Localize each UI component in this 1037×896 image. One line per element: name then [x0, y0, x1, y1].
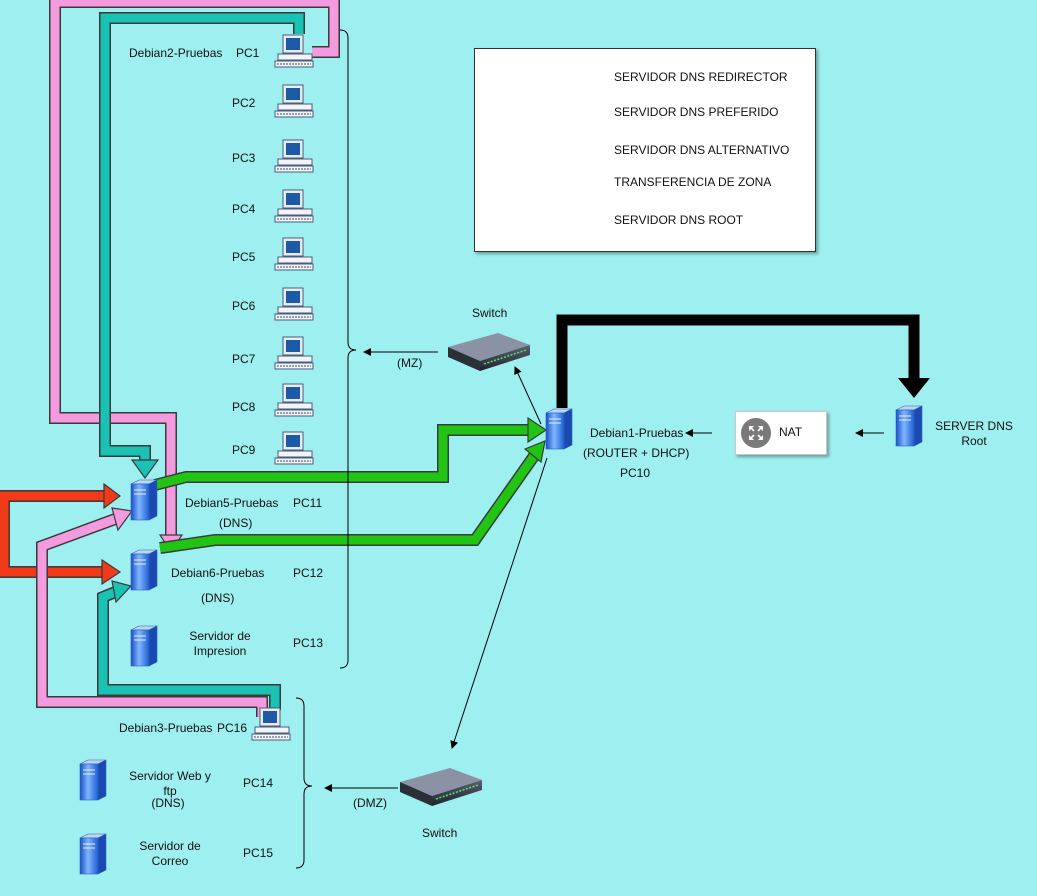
router-server-icon[interactable] [545, 408, 573, 450]
legend [474, 48, 816, 252]
router-role: (ROUTER + DHCP) [583, 446, 690, 460]
pc15-name-line2: Correo [151, 854, 189, 868]
pc4-computer-icon[interactable] [274, 189, 314, 223]
legend-label-preferred: SERVIDOR DNS PREFERIDO [614, 105, 779, 119]
pc2-id: PC2 [232, 96, 256, 110]
pc12-id: PC12 [293, 566, 324, 580]
legend-label-zone-transfer: TRANSFERENCIA DE ZONA [614, 175, 772, 189]
pc15-server-icon[interactable] [79, 833, 107, 875]
dmz-switch-label: Switch [422, 826, 458, 840]
mz-brace [339, 29, 357, 669]
pc9-id: PC9 [232, 443, 256, 457]
dmz-brace [295, 697, 313, 869]
pc11-server-icon[interactable] [130, 479, 158, 521]
pc15-name-line1: Servidor de [139, 839, 201, 853]
pc7-id: PC7 [232, 352, 256, 366]
pc8-computer-icon[interactable] [274, 383, 314, 417]
pc13-id: PC13 [293, 636, 324, 650]
pc12-server-icon[interactable] [130, 549, 158, 591]
pc1-computer-icon[interactable] [274, 34, 314, 68]
nat-box[interactable]: NAT [735, 411, 827, 455]
pc12-role: (DNS) [201, 591, 235, 605]
router-id: PC10 [620, 466, 651, 480]
pc14-id: PC14 [243, 776, 274, 790]
pc12-name: Debian6-Pruebas [171, 566, 265, 580]
root-dns-server-icon[interactable] [895, 405, 923, 447]
mz-switch-icon[interactable] [447, 332, 531, 372]
pc1-name: Debian2-Pruebas [129, 46, 223, 60]
pc13-name-line2: Impresion [193, 644, 247, 658]
pc8-id: PC8 [232, 400, 256, 414]
root-dns-label-line2: Root [961, 434, 987, 448]
pc6-computer-icon[interactable] [274, 287, 314, 321]
router-name: Debian1-Pruebas [590, 426, 684, 440]
mz-zone-label: (MZ) [397, 356, 423, 370]
pc5-computer-icon[interactable] [274, 237, 314, 271]
legend-label-redirector: SERVIDOR DNS REDIRECTOR [614, 70, 788, 84]
pc5-id: PC5 [232, 250, 256, 264]
pc1-id: PC1 [236, 46, 260, 60]
dmz-zone-label: (DMZ) [353, 796, 387, 810]
root-dns-label-line1: SERVER DNS [935, 419, 1013, 433]
pc13-server-icon[interactable] [130, 625, 158, 667]
pc3-computer-icon[interactable] [274, 139, 314, 173]
pc14-name-line1: Servidor Web y [129, 769, 211, 783]
pc15-id: PC15 [243, 846, 274, 860]
pc16-id: PC16 [217, 721, 248, 735]
legend-label-root: SERVIDOR DNS ROOT [614, 213, 744, 227]
pc3-id: PC3 [232, 151, 256, 165]
pc2-computer-icon[interactable] [274, 84, 314, 118]
pc11-role: (DNS) [219, 516, 253, 530]
nat-icon [741, 418, 771, 448]
pc11-id: PC11 [293, 496, 323, 510]
pc4-id: PC4 [232, 202, 256, 216]
preferred-dns-arrow-pc1 [99, 12, 305, 462]
pc14-name-line3: (DNS) [151, 796, 185, 810]
pc7-computer-icon[interactable] [274, 336, 314, 370]
dmz-switch-icon[interactable] [399, 767, 483, 807]
pc14-name-line2: ftp [163, 784, 177, 798]
router-to-dmz-switch-line [450, 457, 548, 749]
pc16-name: Debian3-Pruebas [119, 721, 213, 735]
pc11-name: Debian5-Pruebas [185, 496, 279, 510]
root-dns-arrow [556, 314, 920, 408]
nat-label: NAT [779, 425, 803, 439]
pc13-name-line1: Servidor de [189, 629, 251, 643]
legend-label-alternate: SERVIDOR DNS ALTERNATIVO [614, 143, 790, 157]
mz-switch-label: Switch [472, 306, 508, 320]
pc6-id: PC6 [232, 299, 256, 313]
pc9-computer-icon[interactable] [274, 431, 314, 465]
pc14-server-icon[interactable] [79, 759, 107, 801]
router-to-mz-switch-line [514, 366, 542, 425]
